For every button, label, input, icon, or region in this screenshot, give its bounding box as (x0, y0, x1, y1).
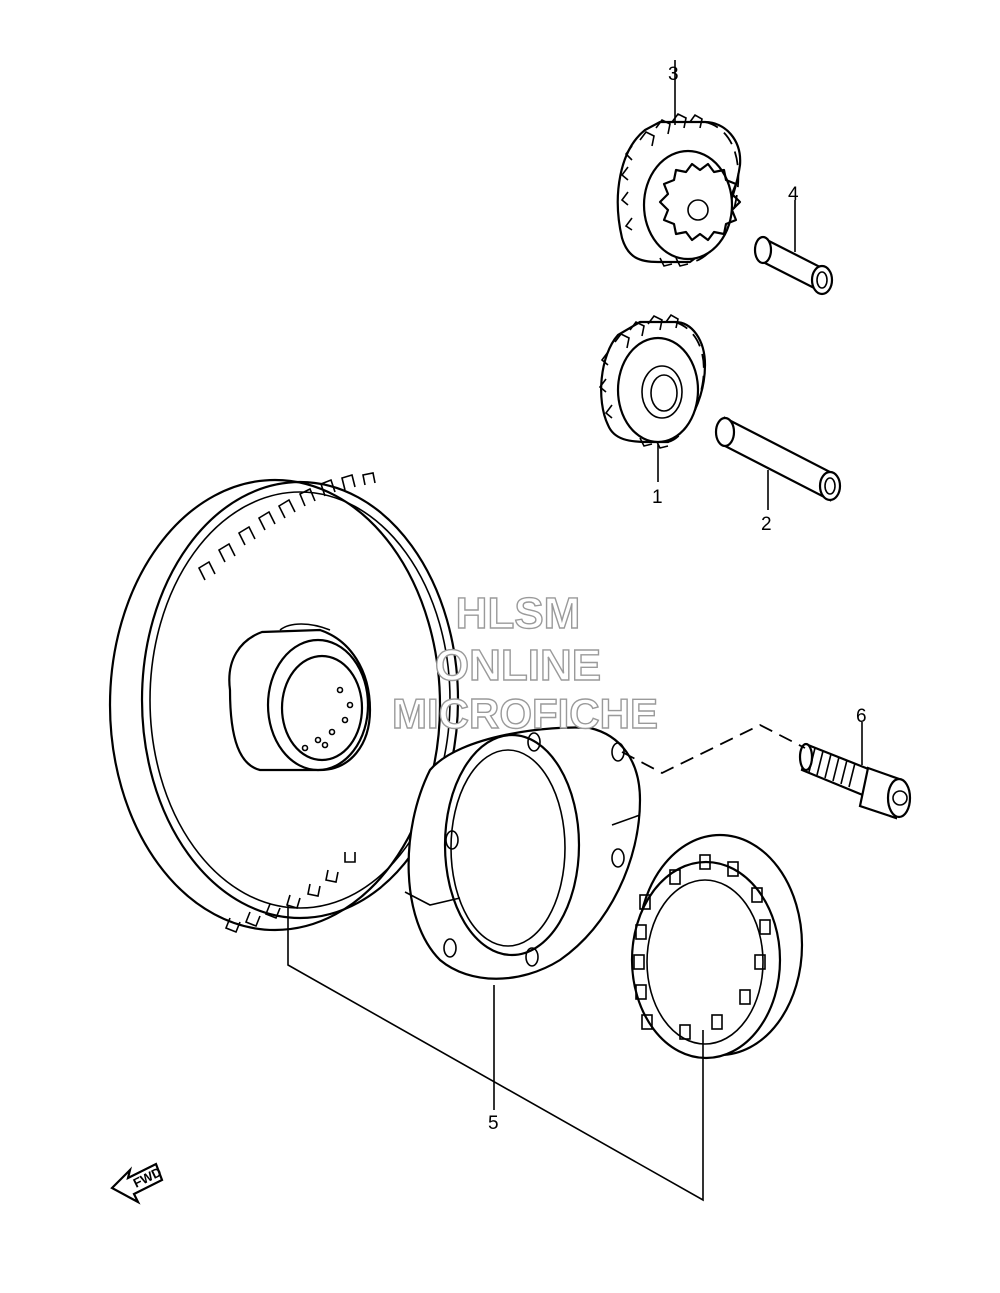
callout-5: 5 (488, 1113, 499, 1134)
callout-1: 1 (652, 487, 663, 508)
gear-5-teeth (197, 472, 376, 934)
callout-4: 4 (788, 184, 799, 205)
watermark: HLSM ONLINE MICROFICHE (391, 588, 658, 737)
bolt-leader-line (621, 723, 806, 775)
callout-5-bracket: 5 (287, 905, 704, 1202)
watermark-line-1: HLSM (456, 589, 581, 638)
part-2-long-shaft: 2 (714, 416, 842, 535)
callout-2: 2 (761, 514, 772, 535)
part-6-bolt: 6 (798, 706, 912, 820)
housing-bolt-holes (443, 732, 625, 967)
part-5-one-way-clutch-bearing (630, 833, 804, 1060)
part-4-short-shaft: 4 (753, 184, 834, 296)
hub-holes (301, 686, 354, 752)
gear-3-teeth (620, 112, 703, 267)
forward-arrow-icon: FWD (110, 1162, 164, 1205)
part-3-idler-gear: 3 (616, 60, 742, 267)
clutch-rollers (633, 854, 771, 1040)
part-1-idler-gear: 1 (598, 313, 707, 508)
watermark-line-2: ONLINE (435, 641, 601, 690)
part-5-starter-driven-gear (108, 472, 460, 934)
watermark-line-3: MICROFICHE (392, 690, 658, 737)
callout-6: 6 (856, 706, 867, 727)
callout-3: 3 (668, 64, 679, 85)
part-5-one-way-clutch-housing (404, 726, 642, 980)
